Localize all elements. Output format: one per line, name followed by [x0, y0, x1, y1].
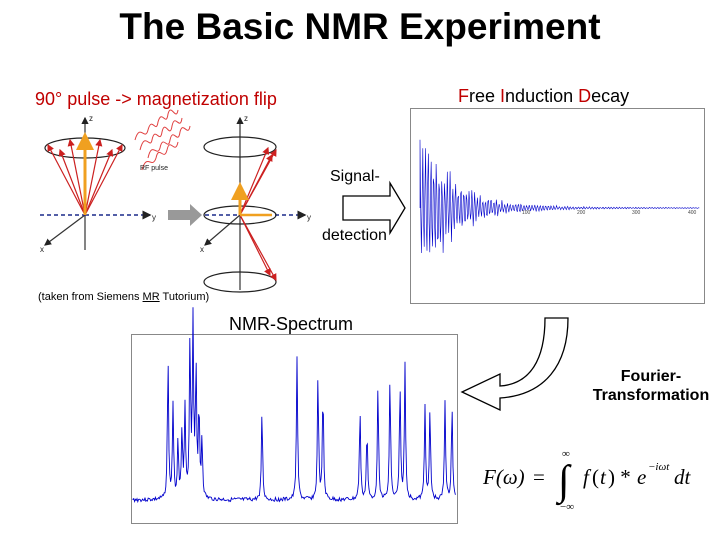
- svg-text:∞: ∞: [562, 448, 570, 460]
- transition-arrow: [168, 204, 202, 226]
- svg-text:−∞: −∞: [560, 501, 574, 513]
- detection-label: detection: [322, 227, 387, 244]
- fourier-formula: F(ω) = ∫ ∞ −∞ f ( t ) * e −iωt dt: [482, 448, 692, 513]
- svg-text:(: (: [592, 465, 599, 489]
- fid-plot-frame: [410, 108, 705, 304]
- fid-tick-4: 400: [688, 210, 697, 216]
- signal-label: Signal-: [330, 168, 380, 185]
- fid-signal: [419, 139, 700, 254]
- svg-text:F(ω): F(ω): [482, 465, 525, 489]
- fid-ree: ree: [469, 86, 501, 106]
- fourier-line1: Fourier-: [620, 368, 682, 385]
- credit-mr: MR: [142, 291, 160, 303]
- fourier-line2: Transformation: [592, 387, 710, 404]
- spectrum-trace: [132, 307, 456, 504]
- signal-detection-arrow: [342, 180, 406, 236]
- fid-d: D: [578, 86, 592, 106]
- svg-text:−iωt: −iωt: [648, 461, 670, 473]
- fid-i: I: [500, 86, 506, 106]
- fid-trace: [419, 139, 700, 254]
- svg-text:t: t: [600, 465, 607, 489]
- rf-pulse-icon: [134, 109, 191, 171]
- fid-nduction: nduction: [505, 86, 579, 106]
- svg-text:e: e: [637, 465, 646, 489]
- svg-text:∫: ∫: [555, 458, 572, 506]
- precession-diagram-left: z y x: [40, 114, 156, 254]
- spectrum-heading: NMR-Spectrum: [229, 314, 354, 334]
- svg-text:=: =: [533, 465, 545, 489]
- nmr-spectrum-signal: [132, 307, 456, 504]
- fid-tick-1: 100: [522, 210, 531, 216]
- svg-text:f: f: [583, 465, 592, 489]
- precession-diagram-right: z y x: [200, 114, 311, 293]
- fid-f: F: [458, 86, 469, 106]
- axis-y-left: y: [152, 213, 156, 222]
- axis-x-left: x: [40, 245, 44, 254]
- rf-pulse-label: RF pulse: [140, 165, 168, 172]
- axis-z-left: z: [89, 114, 93, 123]
- svg-text:) *: ) *: [608, 465, 631, 489]
- page-title: The Basic NMR Experiment: [119, 6, 601, 47]
- svg-text:dt: dt: [674, 465, 692, 489]
- fourier-transform-arrow: [460, 317, 569, 412]
- image-credit: (taken from Siemens MR Tutorium): [38, 291, 209, 303]
- fid-ticks: 100 200 300 400: [522, 210, 697, 216]
- axis-x-right: x: [200, 245, 204, 254]
- fid-tick-3: 300: [632, 210, 641, 216]
- axis-y-right: y: [307, 213, 311, 222]
- credit-before: (taken from Siemens: [38, 291, 143, 303]
- fid-heading: Free Induction Decay: [458, 86, 629, 107]
- fid-tick-2: 200: [577, 210, 586, 216]
- axis-z-right: z: [244, 114, 248, 123]
- pulse-heading: 90° pulse -> magnetization flip: [35, 89, 277, 109]
- fid-ecay: ecay: [591, 86, 630, 106]
- credit-after: Tutorium): [159, 291, 210, 303]
- fourier-label: Fourier- Transformation: [586, 367, 716, 405]
